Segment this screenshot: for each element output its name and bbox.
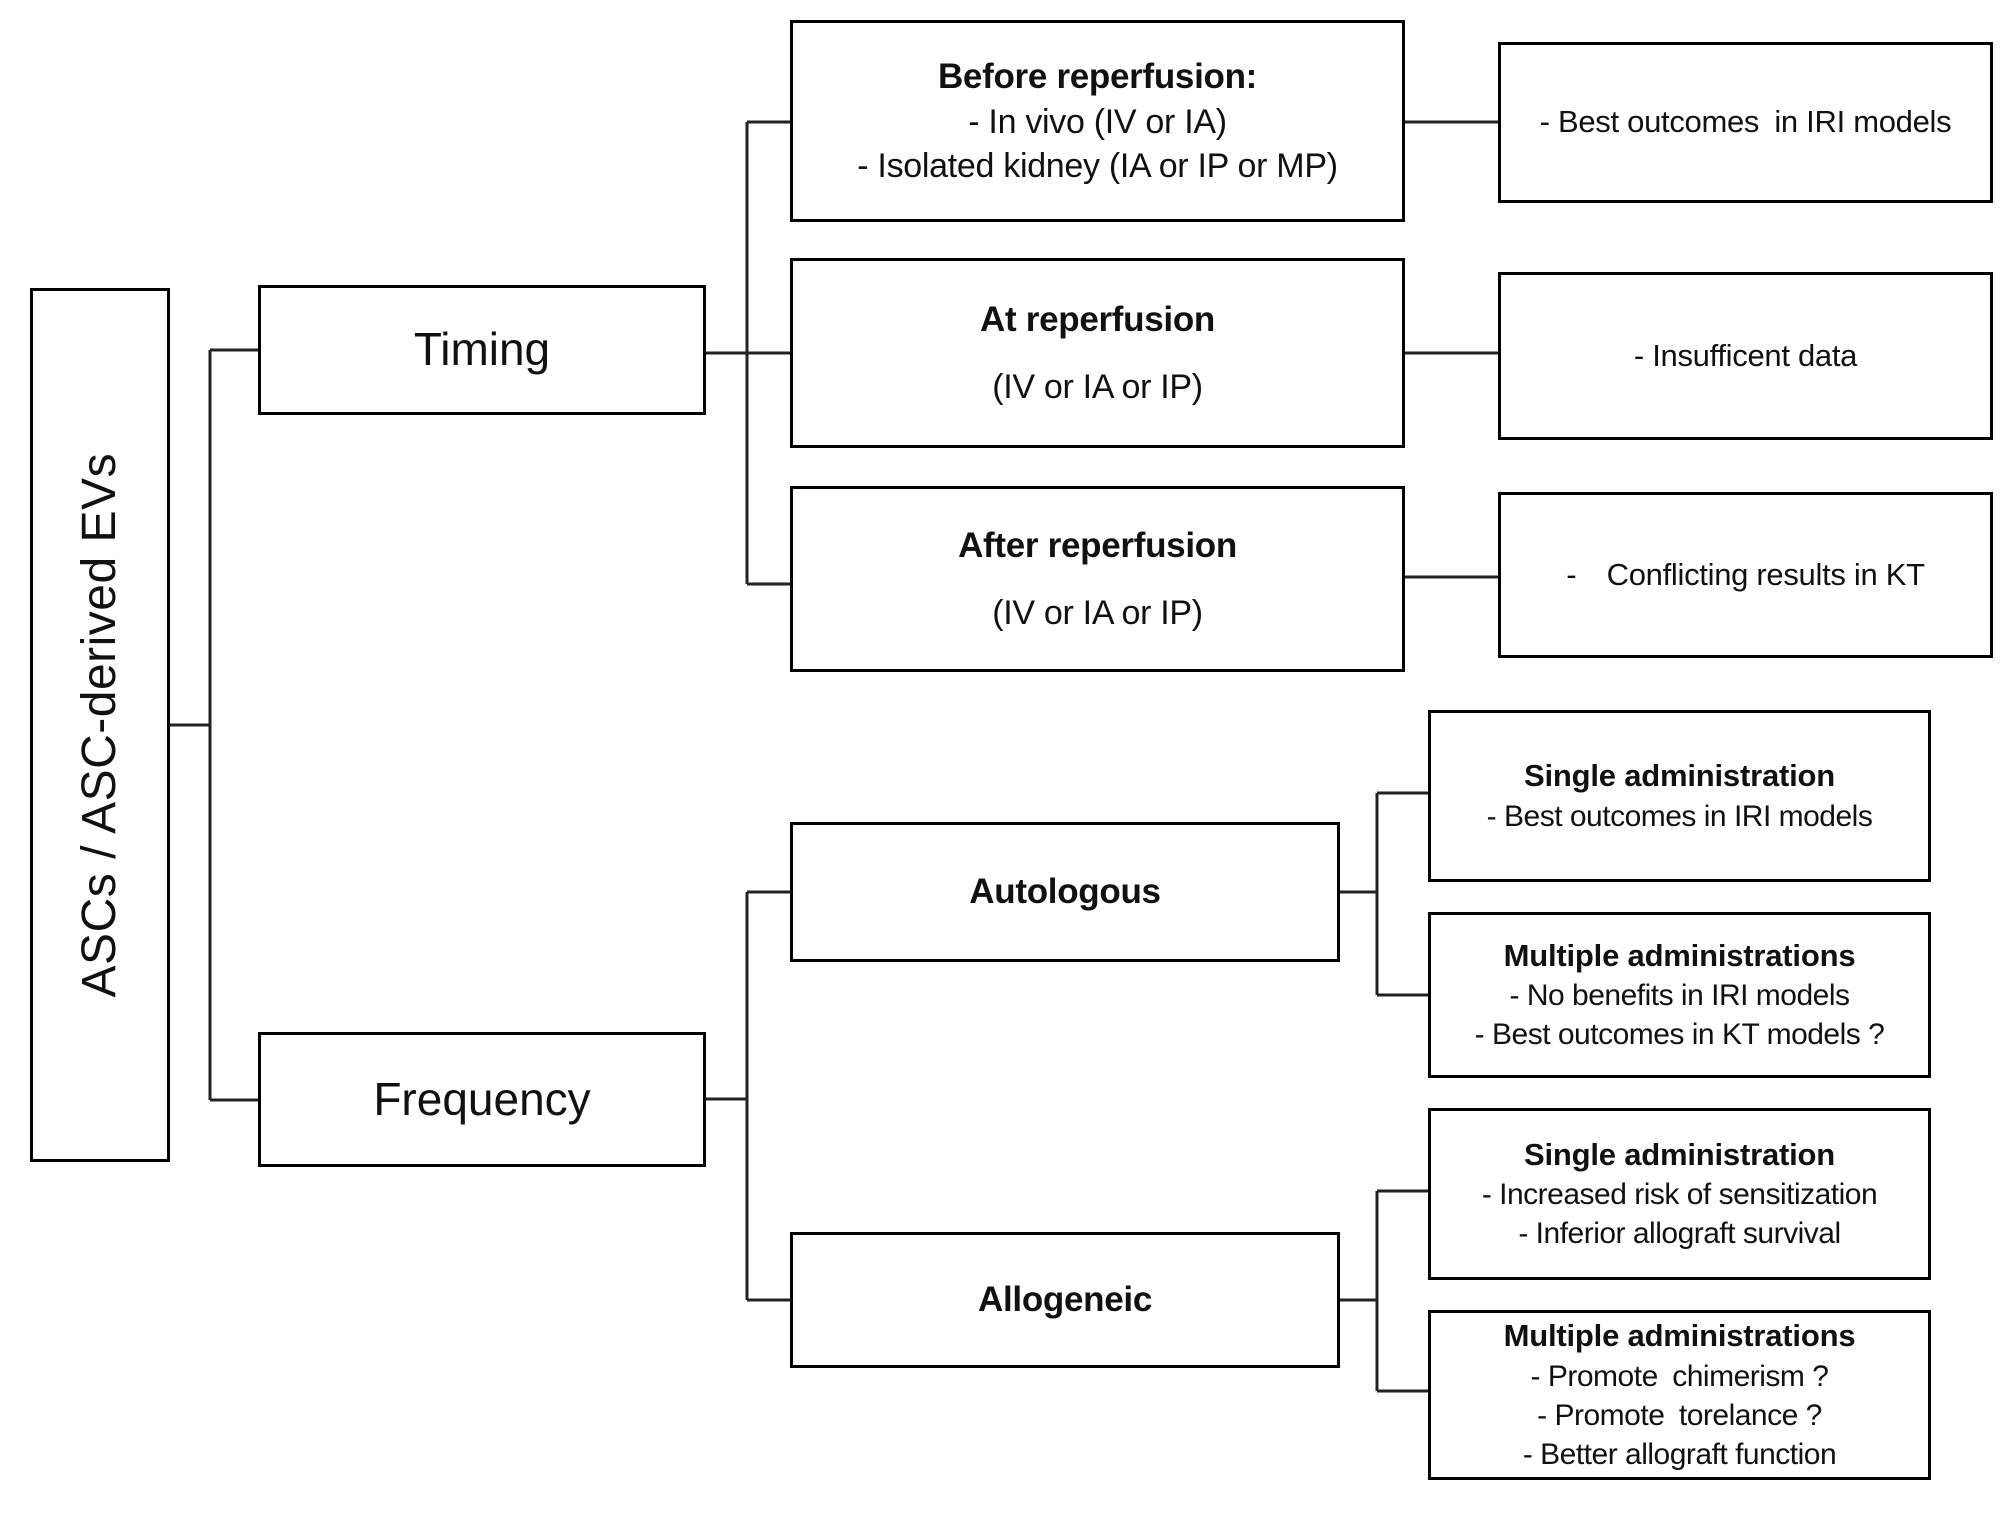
root-label: ASCs / ASC-derived EVs (72, 452, 126, 998)
node-frequency: Frequency (258, 1032, 706, 1167)
node-autologous-single: Single administration - Best outcomes in… (1428, 710, 1931, 882)
frequency-label: Frequency (373, 1072, 591, 1125)
auto-multi-line-2: - Best outcomes in KT models ? (1474, 1018, 1885, 1052)
connector-frequency-branch (706, 890, 790, 1302)
node-allogeneic: Allogeneic (790, 1232, 1340, 1368)
before-title: Before reperfusion: (937, 57, 1258, 97)
node-allogeneic-multiple: Multiple administrations - Promote chime… (1428, 1310, 1931, 1480)
allo-single-title: Single administration (1523, 1136, 1835, 1172)
node-before-outcome: - Best outcomes in IRI models (1498, 42, 1993, 203)
connector-root-trunk (170, 348, 258, 1102)
after-title: After reperfusion (958, 526, 1237, 566)
timing-label: Timing (413, 323, 551, 376)
connector-timing-outcomes (1405, 120, 1498, 579)
allogeneic-label: Allogeneic (978, 1280, 1152, 1320)
auto-single-line-1: - Best outcomes in IRI models (1486, 799, 1873, 833)
connector-allogeneic-branch (1340, 1189, 1428, 1393)
allo-multi-title: Multiple administrations (1503, 1318, 1856, 1354)
at-title: At reperfusion (980, 300, 1215, 340)
connector-autologous-branch (1340, 791, 1428, 997)
node-autologous: Autologous (790, 822, 1340, 962)
allo-single-line-2: - Inferior allograft survival (1518, 1217, 1841, 1251)
node-before-reperfusion: Before reperfusion: - In vivo (IV or IA)… (790, 20, 1405, 222)
auto-single-title: Single administration (1523, 758, 1835, 794)
node-root: ASCs / ASC-derived EVs (30, 288, 170, 1162)
node-at-reperfusion: At reperfusion (IV or IA or IP) (790, 258, 1405, 448)
after-outcome-text: - Conflicting results in KT (1566, 556, 1925, 592)
node-at-outcome: - Insufficent data (1498, 272, 1993, 440)
before-outcome-text: - Best outcomes in IRI models (1539, 104, 1952, 140)
auto-multi-line-1: - No benefits in IRI models (1509, 979, 1850, 1013)
node-after-outcome: - Conflicting results in KT (1498, 492, 1993, 658)
at-line-1: (IV or IA or IP) (992, 367, 1203, 406)
allo-multi-line-1: - Promote chimerism ? (1530, 1359, 1829, 1393)
allo-multi-line-2: - Promote torelance ? (1537, 1398, 1822, 1432)
allo-multi-line-3: - Better allograft function (1522, 1437, 1837, 1471)
allo-single-line-1: - Increased risk of sensitization (1481, 1178, 1878, 1212)
node-after-reperfusion: After reperfusion (IV or IA or IP) (790, 486, 1405, 672)
node-autologous-multiple: Multiple administrations - No benefits i… (1428, 912, 1931, 1078)
node-allogeneic-single: Single administration - Increased risk o… (1428, 1108, 1931, 1280)
before-line-2: - Isolated kidney (IA or IP or MP) (857, 146, 1338, 185)
connector-timing-branch (706, 120, 790, 586)
after-line-1: (IV or IA or IP) (992, 593, 1203, 632)
autologous-label: Autologous (969, 872, 1161, 912)
node-timing: Timing (258, 285, 706, 415)
auto-multi-title: Multiple administrations (1503, 937, 1856, 973)
before-line-1: - In vivo (IV or IA) (968, 102, 1227, 141)
at-outcome-text: - Insufficent data (1633, 337, 1858, 373)
